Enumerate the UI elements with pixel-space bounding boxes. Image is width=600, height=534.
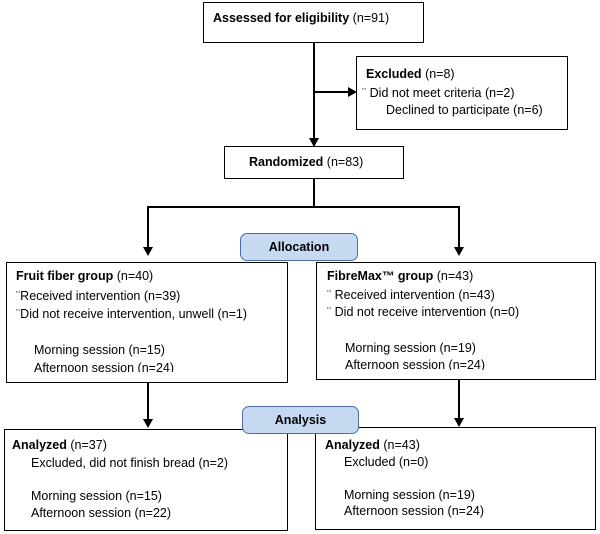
analyzed-right-morning: Morning session (n=19)	[344, 488, 475, 502]
arrow-excluded	[348, 87, 357, 97]
arrow-fruit-group	[143, 247, 153, 256]
analyzed-left-count: (n=37)	[70, 438, 107, 452]
analyzed-right-title: Analyzed (n=43)	[325, 438, 420, 453]
arrow-analyzed-right	[454, 418, 464, 427]
excluded-item-criteria: ¨ Did not meet criteria (n=2)	[362, 86, 515, 100]
allocation-label: Allocation	[240, 233, 358, 261]
connector-to-excluded	[313, 91, 351, 93]
fibremax-group-box	[316, 262, 596, 380]
analyzed-left-morning: Morning session (n=15)	[31, 489, 162, 503]
fibremax-group-count: (n=43)	[436, 269, 474, 283]
connector-split	[147, 206, 460, 208]
randomized-box	[224, 146, 404, 179]
randomized-count: (n=83)	[326, 155, 364, 169]
analysis-label: Analysis	[242, 406, 359, 434]
excluded-item-declined: Declined to participate (n=6)	[386, 103, 543, 117]
analyzed-right-box	[315, 427, 596, 530]
fibremax-group-label: FibreMax™ group	[327, 269, 434, 283]
fruit-group-box	[6, 262, 288, 383]
assessed-text: Assessed for eligibility (n=91)	[213, 11, 389, 26]
arrow-analyzed-left	[143, 419, 153, 428]
fibremax-group-title: FibreMax™ group (n=43)	[327, 269, 473, 284]
analyzed-left-title: Analyzed (n=37)	[12, 438, 107, 453]
analyzed-right-afternoon: Afternoon session (n=24)	[344, 504, 485, 518]
fibremax-received: ¨ Received intervention (n=43)	[327, 288, 495, 302]
analyzed-left-box	[4, 429, 288, 531]
connector-left-analysis	[147, 383, 149, 421]
excluded-box	[356, 56, 568, 130]
fibremax-afternoon: Afternoon session (n=24)	[345, 358, 486, 370]
randomized-text: Randomized (n=83)	[249, 155, 363, 170]
fruit-received: ¨Received intervention (n=39)	[16, 289, 181, 303]
fruit-not-received: ¨Did not receive intervention, unwell (n…	[16, 307, 248, 321]
connector-right-analysis	[458, 380, 460, 420]
analyzed-right-count: (n=43)	[383, 438, 420, 452]
fruit-afternoon: Afternoon session (n=24)	[34, 361, 175, 372]
fruit-group-label: Fruit fiber group	[16, 269, 114, 283]
excluded-title: Excluded (n=8)	[366, 67, 455, 82]
fibremax-morning: Morning session (n=19)	[345, 341, 476, 355]
connector-randomized-down	[313, 179, 315, 207]
analyzed-right-excluded: Excluded (n=0)	[344, 455, 429, 469]
fruit-morning: Morning session (n=15)	[34, 343, 165, 357]
analyzed-left-afternoon: Afternoon session (n=22)	[31, 506, 172, 520]
assessed-box	[203, 2, 424, 43]
arrow-randomized	[309, 138, 319, 147]
assessed-label: Assessed for eligibility	[213, 11, 350, 25]
arrow-fibremax-group	[454, 247, 464, 256]
analyzed-right-label: Analyzed	[325, 438, 380, 452]
randomized-label: Randomized	[249, 155, 324, 169]
fibremax-not-received: ¨ Did not receive intervention (n=0)	[327, 305, 520, 319]
connector-right-down	[458, 206, 460, 253]
assessed-count: (n=91)	[352, 11, 390, 25]
excluded-label: Excluded	[366, 67, 422, 81]
fruit-group-count: (n=40)	[116, 269, 154, 283]
connector-assessed-down	[313, 43, 315, 146]
analyzed-left-label: Analyzed	[12, 438, 67, 452]
fruit-group-title: Fruit fiber group (n=40)	[16, 269, 153, 284]
excluded-count: (n=8)	[425, 67, 455, 81]
connector-left-down	[147, 206, 149, 253]
analyzed-left-excluded: Excluded, did not finish bread (n=2)	[31, 456, 228, 470]
